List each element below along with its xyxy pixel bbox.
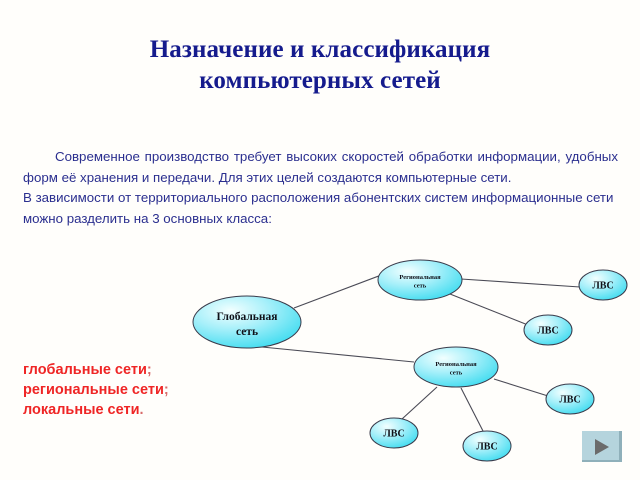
list-item: глобальные сети; — [23, 360, 169, 380]
body-text-block: Современное производство требует высоких… — [23, 147, 618, 229]
node-label: сеть — [236, 326, 258, 338]
node-shape — [523, 314, 573, 346]
node-shape — [377, 259, 463, 301]
diagram-node-lan3[interactable]: ЛВС — [545, 383, 595, 415]
node-label: ЛВС — [537, 326, 558, 337]
node-shape — [192, 295, 302, 349]
node-label: ЛВС — [476, 442, 497, 453]
list-item-label: глобальные сети — [23, 362, 147, 378]
list-item: локальные сети. — [23, 400, 169, 420]
page-title-line-1: Назначение и классификация — [149, 36, 491, 63]
diagram-edges — [261, 273, 581, 432]
node-shape — [462, 430, 512, 462]
node-shape — [578, 269, 628, 301]
diagram-node-lan1[interactable]: ЛВС — [578, 269, 628, 301]
node-label: Региональная — [399, 274, 441, 281]
list-item-punctuation: ; — [163, 382, 169, 398]
node-label: Региональная — [435, 361, 477, 368]
network-class-list: глобальные сети; региональные сети; лока… — [23, 360, 169, 420]
diagram-node-global[interactable]: Глобальная сеть — [192, 295, 302, 349]
node-shape — [369, 417, 419, 449]
node-shape — [413, 346, 499, 388]
body-paragraph-1: Современное производство требует высоких… — [23, 149, 618, 185]
list-item-punctuation: ; — [146, 362, 152, 378]
play-triangle-icon — [595, 439, 609, 455]
diagram-edge-region2-to-lan3 — [493, 378, 549, 397]
node-label: ЛВС — [383, 429, 404, 440]
list-item: региональные сети; — [23, 380, 169, 400]
node-label: ЛВС — [559, 395, 580, 406]
diagram-node-lan4[interactable]: ЛВС — [369, 417, 419, 449]
node-label: сеть — [414, 282, 427, 289]
diagram-edge-region1-to-lan1 — [460, 278, 581, 288]
page-title: Назначение и классификация компьютерных … — [40, 34, 600, 96]
list-item-label: региональные сети — [23, 382, 164, 398]
diagram-edge-region1-to-lan2 — [449, 293, 529, 326]
diagram-nodes: ГлобальнаясетьРегиональнаясетьРегиональн… — [192, 259, 628, 462]
diagram-edge-region2-to-lan4 — [401, 386, 438, 420]
node-shape — [545, 383, 595, 415]
page-title-line-2: компьютерных сетей — [199, 67, 441, 94]
node-label: сеть — [450, 369, 463, 376]
diagram-node-lan2[interactable]: ЛВС — [523, 314, 573, 346]
list-item-punctuation: . — [139, 402, 144, 418]
diagram-node-lan5[interactable]: ЛВС — [462, 430, 512, 462]
diagram-edge-region2-to-lan5 — [460, 387, 484, 432]
play-button[interactable] — [582, 431, 622, 462]
diagram-edge-global-to-region2 — [261, 346, 415, 363]
body-paragraph-2: В зависимости от территориального распол… — [23, 190, 614, 226]
node-label: ЛВС — [592, 281, 613, 292]
diagram-edge-global-to-region1 — [293, 273, 385, 309]
node-label: Глобальная — [217, 311, 278, 323]
list-item-label: локальные сети — [23, 402, 140, 418]
